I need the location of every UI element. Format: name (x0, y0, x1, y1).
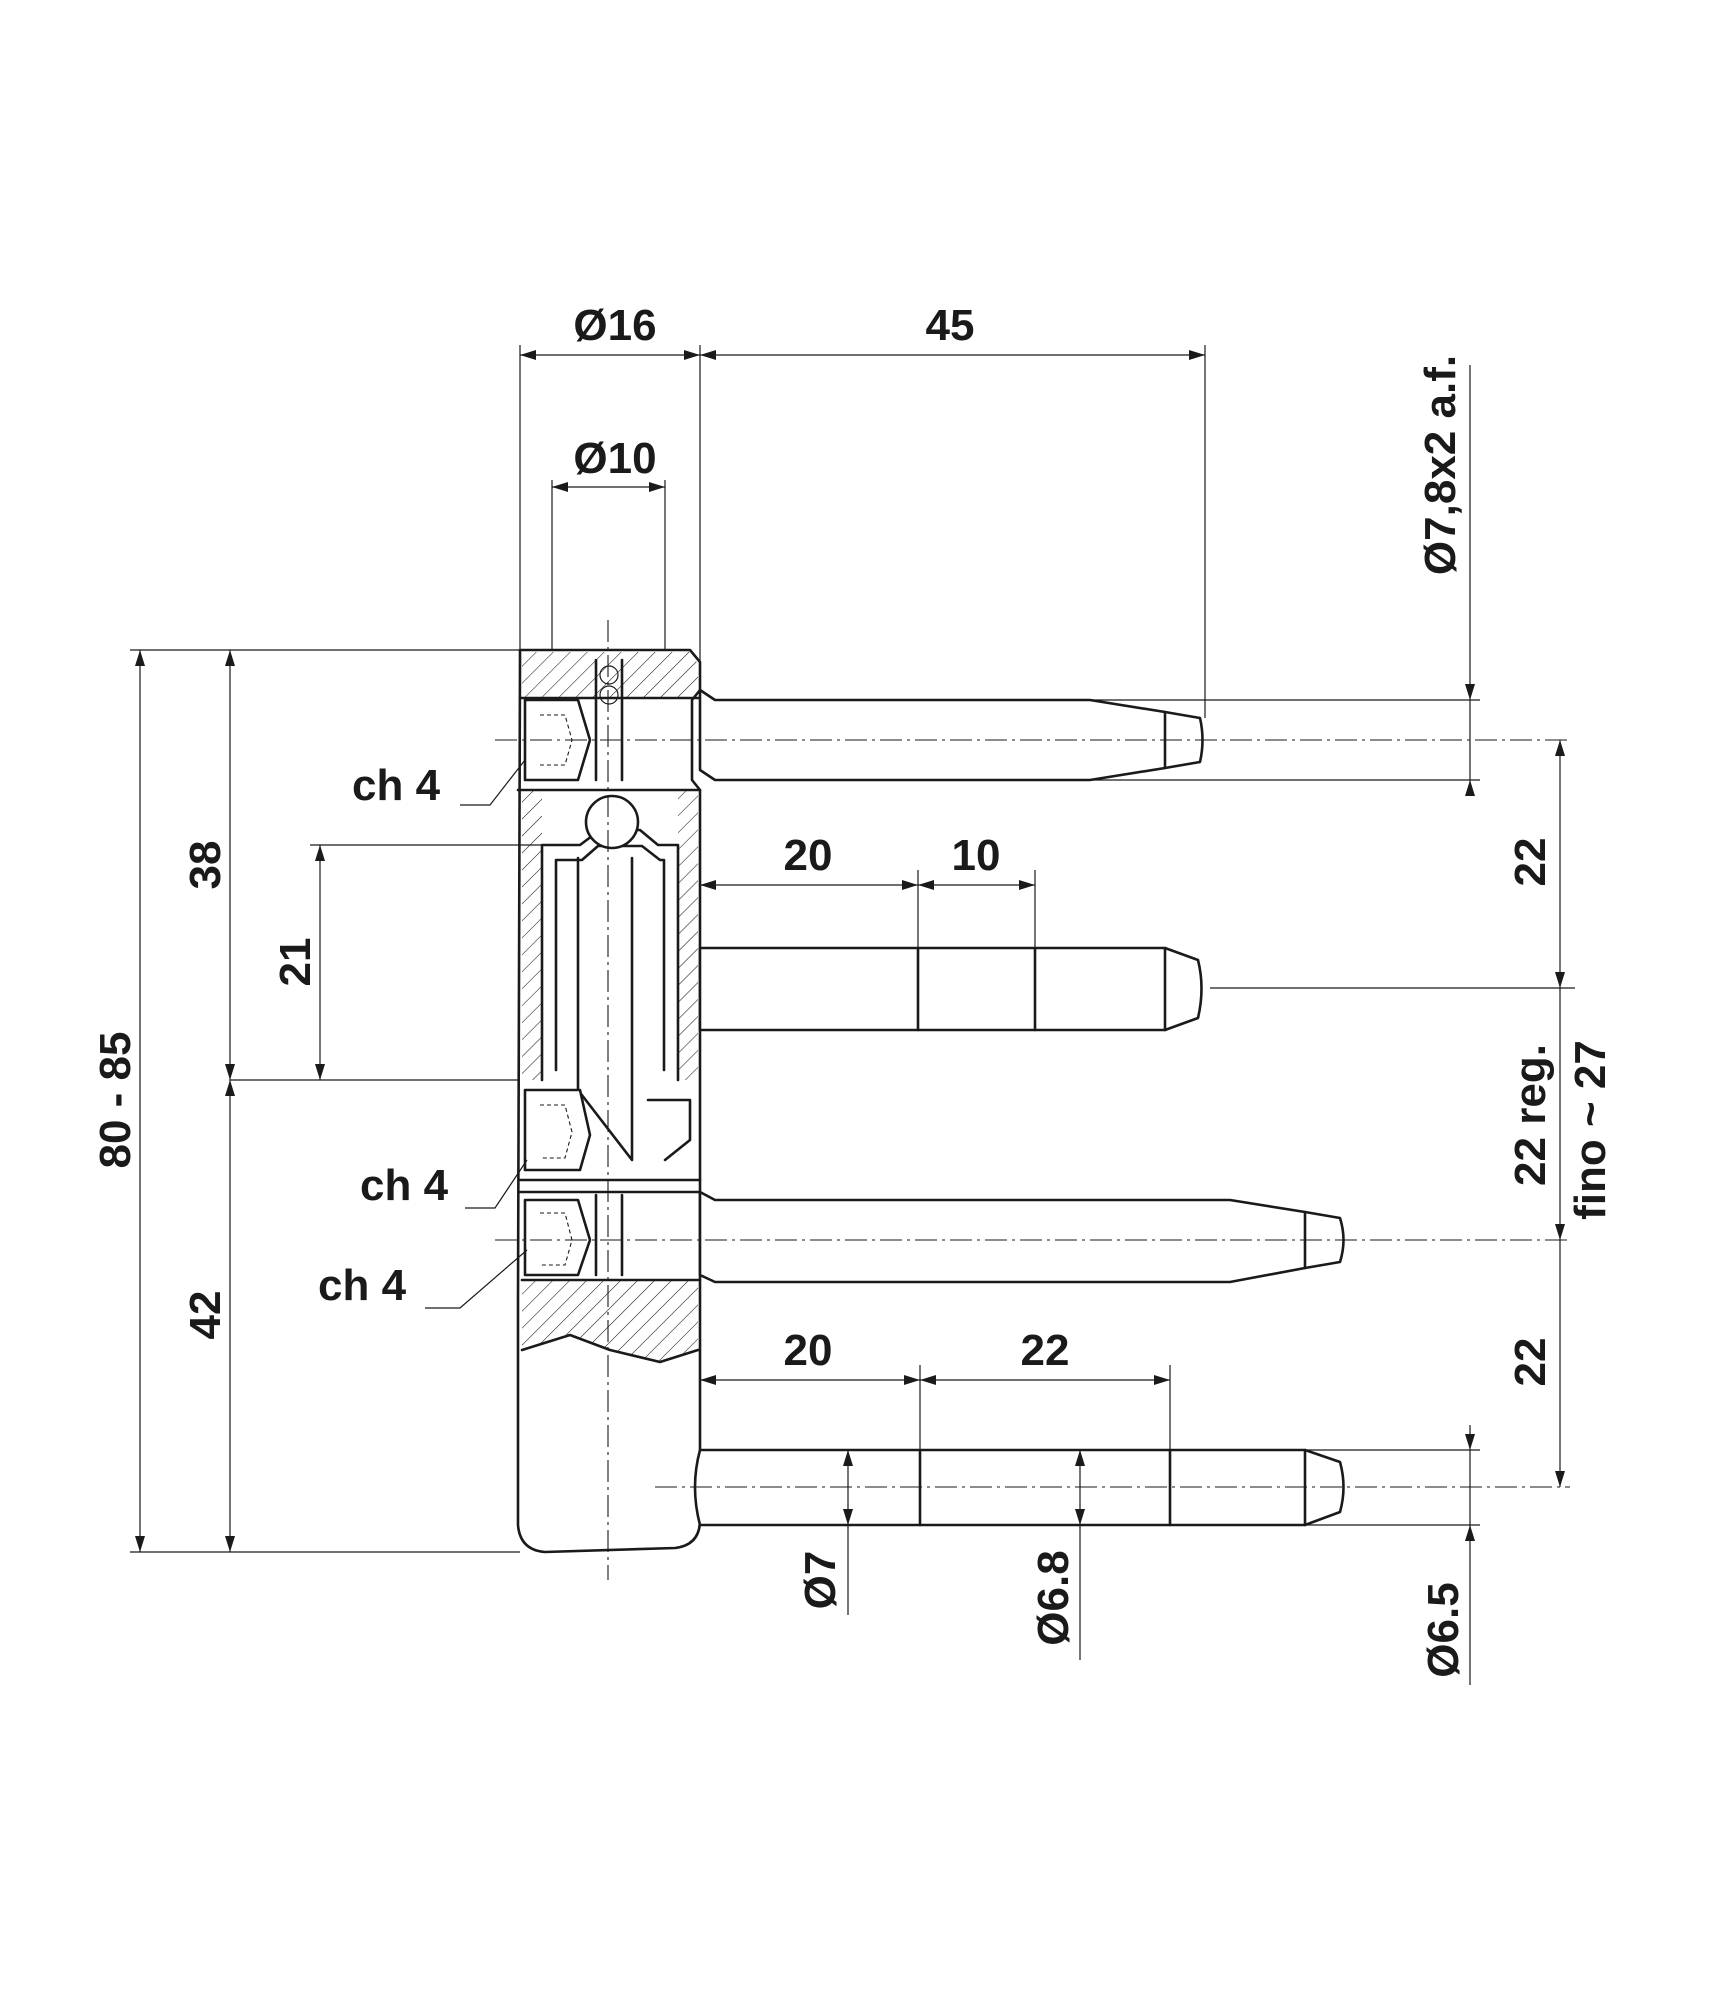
label-body-diameter: Ø16 (573, 301, 656, 350)
label-inner-height: 21 (271, 938, 320, 987)
label-hex-key-1: ch 4 (352, 761, 441, 810)
label-total-height: 80 - 85 (91, 1032, 140, 1169)
upper-middle-pin (698, 946, 1203, 1032)
label-top-pin-diameter: Ø7,8x2 a.f. (1416, 355, 1465, 575)
label-hex-key-3: ch 4 (318, 1261, 407, 1310)
label-adjust-line2: fino ~ 27 (1566, 1040, 1615, 1220)
label-seg-d: 22 (1021, 1326, 1070, 1375)
label-seg-a: 20 (784, 831, 833, 880)
label-lower-height: 42 (181, 1291, 230, 1340)
label-pitch-bottom: 22 (1506, 1338, 1555, 1387)
label-seg-b: 10 (952, 831, 1001, 880)
label-bottom-pin-d2: Ø6.8 (1029, 1550, 1078, 1645)
dimension-lines (130, 345, 1575, 1685)
label-bottom-pin-d1: Ø7 (796, 1551, 845, 1610)
label-hex-key-2: ch 4 (360, 1161, 449, 1210)
label-adjust-line1: 22 reg. (1506, 1044, 1555, 1186)
lower-middle-pin (495, 1190, 1570, 1284)
label-pitch-top: 22 (1506, 838, 1555, 887)
bottom-pin (655, 1448, 1570, 1527)
label-bottom-pin-d3: Ø6.5 (1419, 1582, 1468, 1677)
label-seg-c: 20 (784, 1326, 833, 1375)
label-bore-diameter: Ø10 (573, 434, 656, 483)
top-pin (495, 688, 1570, 782)
hinge-body (516, 620, 702, 1580)
label-pin-length: 45 (926, 301, 975, 350)
dimension-labels: Ø16 45 Ø10 Ø7,8x2 a.f. 20 10 20 22 22 22… (91, 301, 1615, 1678)
dimension-arrows (135, 350, 1565, 1552)
label-upper-height: 38 (181, 841, 230, 890)
